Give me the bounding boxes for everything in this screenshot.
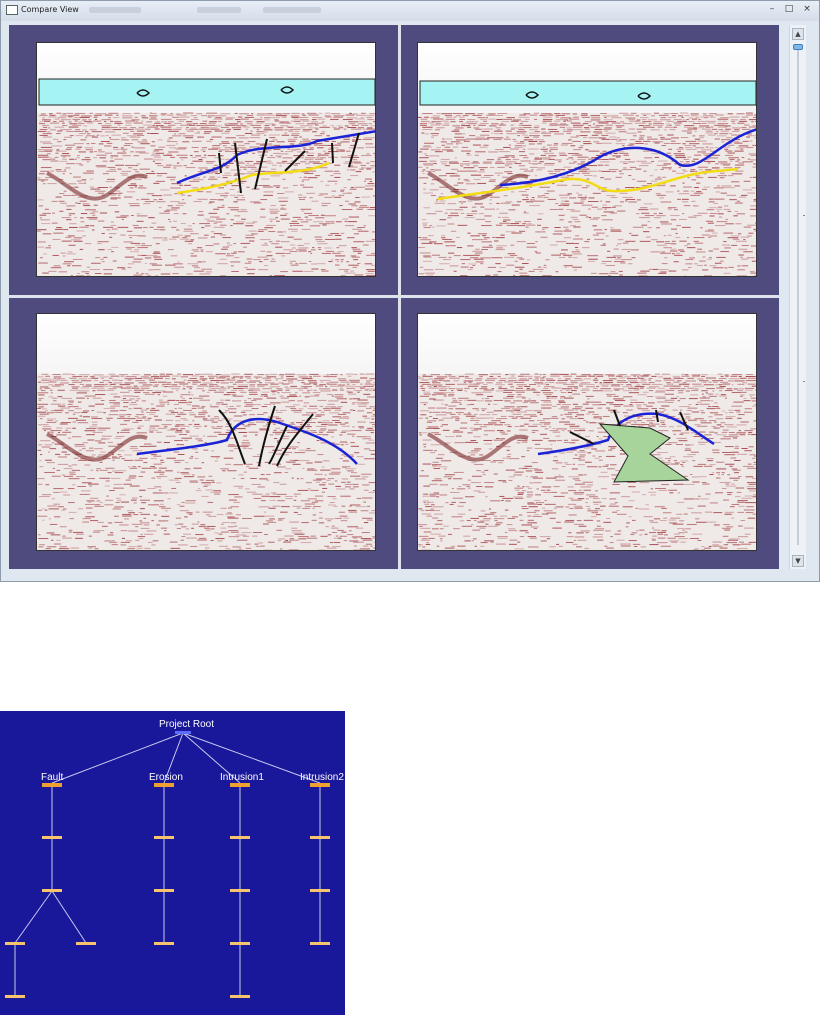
tree-node[interactable] bbox=[230, 889, 250, 892]
tree-node[interactable] bbox=[310, 889, 330, 892]
seismic-section-top-left bbox=[37, 43, 375, 276]
horizon-yellow bbox=[176, 161, 330, 195]
tree-branch-label[interactable]: Intrusion1 bbox=[220, 772, 264, 783]
title-bar[interactable]: Compare View – □ × bbox=[1, 1, 819, 21]
scroll-down-arrow-icon[interactable]: ▼ bbox=[792, 555, 804, 567]
window-title: Compare View bbox=[21, 5, 79, 14]
compare-view-window: Compare View – □ × bbox=[0, 0, 820, 582]
background-toolbar-ghost bbox=[263, 7, 321, 13]
horizon-blue bbox=[136, 417, 358, 465]
minimize-button[interactable]: – bbox=[769, 4, 775, 14]
background-toolbar-ghost bbox=[197, 7, 241, 13]
panel-bottom-left[interactable] bbox=[36, 313, 376, 551]
seismic-section-bottom-left bbox=[37, 314, 375, 550]
horizon-yellow bbox=[437, 167, 739, 201]
scroll-tick bbox=[803, 215, 805, 216]
fault-lines bbox=[569, 409, 689, 445]
seismic-section-top-right bbox=[418, 43, 756, 276]
horizon-blue bbox=[537, 412, 715, 456]
panel-bottom-right[interactable] bbox=[417, 313, 757, 551]
tree-node[interactable] bbox=[230, 942, 250, 945]
tree-node-root[interactable] bbox=[175, 731, 191, 734]
scroll-tick bbox=[803, 381, 805, 382]
tree-edges bbox=[5, 731, 330, 998]
tree-node[interactable] bbox=[310, 942, 330, 945]
tree-node[interactable] bbox=[154, 836, 174, 839]
tree-node[interactable] bbox=[230, 995, 250, 998]
water-layer bbox=[38, 78, 375, 106]
window-icon bbox=[6, 5, 18, 15]
fish-icon bbox=[525, 91, 652, 100]
panel-top-left[interactable] bbox=[36, 42, 376, 277]
maximize-button[interactable]: □ bbox=[784, 4, 794, 14]
tree-node[interactable] bbox=[310, 836, 330, 839]
seismic-texture bbox=[37, 112, 375, 276]
compare-grid bbox=[9, 25, 779, 569]
tree-node[interactable] bbox=[154, 783, 174, 787]
panel-top-right[interactable] bbox=[417, 42, 757, 277]
tree-branch-label[interactable]: Fault bbox=[41, 772, 64, 783]
tree-node[interactable] bbox=[230, 836, 250, 839]
tree-node[interactable] bbox=[154, 889, 174, 892]
tree-node[interactable] bbox=[230, 783, 250, 787]
fault-lines bbox=[218, 405, 314, 467]
fish-icon bbox=[136, 86, 295, 97]
intrusion-polygon bbox=[598, 423, 690, 483]
tree-node[interactable] bbox=[154, 942, 174, 945]
tree-node[interactable] bbox=[5, 942, 25, 945]
tree-branch-label[interactable]: Intrusion2 bbox=[300, 772, 344, 783]
water-layer bbox=[419, 80, 756, 106]
seismic-texture bbox=[418, 373, 756, 550]
background-toolbar-ghost bbox=[89, 7, 141, 13]
tree-node[interactable] bbox=[42, 783, 62, 787]
close-button[interactable]: × bbox=[803, 4, 811, 14]
tree-node[interactable] bbox=[42, 836, 62, 839]
tree-branch-label[interactable]: Erosion bbox=[149, 772, 183, 783]
vertical-scrollbar[interactable]: ▲ ▼ bbox=[789, 25, 806, 569]
seismic-section-bottom-right bbox=[418, 314, 756, 550]
project-tree: Project Root Fault Erosion Intrusion1 In… bbox=[0, 711, 345, 1015]
tree-root-label[interactable]: Project Root bbox=[159, 719, 215, 730]
horizon-blue bbox=[499, 128, 756, 187]
scroll-thumb[interactable] bbox=[793, 44, 803, 50]
horizontal-divider[interactable] bbox=[9, 295, 779, 298]
scroll-track[interactable] bbox=[797, 45, 799, 545]
seismic-texture bbox=[37, 373, 375, 550]
tree-node[interactable] bbox=[76, 942, 96, 945]
tree-node[interactable] bbox=[42, 889, 62, 892]
scroll-up-arrow-icon[interactable]: ▲ bbox=[792, 28, 804, 40]
fault-lines bbox=[218, 132, 360, 194]
tree-node[interactable] bbox=[5, 995, 25, 998]
tree-node[interactable] bbox=[310, 783, 330, 787]
